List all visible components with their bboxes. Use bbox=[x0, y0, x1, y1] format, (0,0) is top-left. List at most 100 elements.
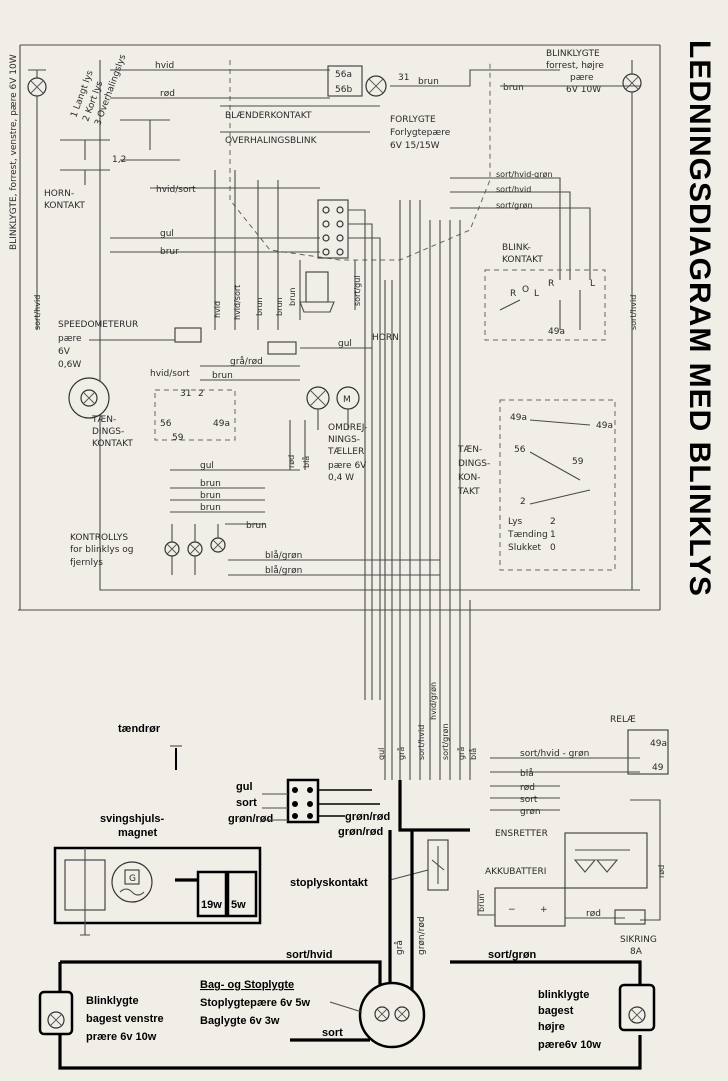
svg-text:bagest venstre: bagest venstre bbox=[86, 1013, 164, 1025]
svg-text:49a: 49a bbox=[213, 419, 230, 429]
ignition-switch-left: 31 2 49a 56 59 TÆN- DINGS- KONTAKT bbox=[91, 389, 236, 449]
svg-text:0,6W: 0,6W bbox=[58, 360, 81, 370]
svg-text:1,2: 1,2 bbox=[112, 155, 126, 165]
rear-left-blinker-label: Blinklygte bbox=[86, 995, 139, 1007]
svg-text:sort/hvid: sort/hvid bbox=[629, 295, 638, 330]
svg-text:NINGS-: NINGS- bbox=[328, 435, 360, 445]
svg-text:L: L bbox=[590, 279, 595, 289]
svg-text:sort/hvid: sort/hvid bbox=[286, 949, 332, 961]
svg-text:rød: rød bbox=[657, 865, 666, 878]
svg-text:6V 15/15W: 6V 15/15W bbox=[390, 141, 440, 151]
ignition-switch-right: 49a 49a 56 59 2 TÆN- DINGS- KON- TAKT Ly… bbox=[457, 399, 616, 571]
svg-text:brun: brun bbox=[255, 297, 264, 316]
svg-text:højre: højre bbox=[538, 1021, 565, 1033]
svg-text:brun: brun bbox=[200, 503, 221, 513]
svg-text:2: 2 bbox=[198, 389, 204, 399]
svg-text:BLINKLYGTE, forrest, venstre,: BLINKLYGTE, forrest, venstre, pære 6V 10… bbox=[9, 54, 19, 250]
svg-text:−: − bbox=[508, 905, 516, 915]
svg-text:blå: blå bbox=[468, 748, 478, 760]
svg-text:31: 31 bbox=[180, 389, 191, 399]
svg-text:M: M bbox=[343, 395, 351, 405]
svg-text:RELÆ: RELÆ bbox=[610, 715, 636, 725]
svg-text:hvid: hvid bbox=[213, 301, 222, 318]
svg-text:hvid/sort: hvid/sort bbox=[150, 369, 190, 379]
svg-text:0,4 W: 0,4 W bbox=[328, 473, 354, 483]
svg-text:gul: gul bbox=[377, 748, 386, 760]
svg-text:rød: rød bbox=[160, 89, 175, 99]
svg-text:5w: 5w bbox=[231, 899, 246, 911]
svg-text:KON-: KON- bbox=[458, 473, 480, 483]
control-lamps: KONTROLLYS for blinklys og fjernlys bbox=[70, 524, 226, 575]
svg-text:Forlygtepære: Forlygtepære bbox=[390, 128, 451, 138]
svg-text:TAKT: TAKT bbox=[457, 487, 480, 497]
svg-text:O: O bbox=[522, 285, 529, 295]
svg-text:KONTROLLYS: KONTROLLYS bbox=[70, 533, 128, 543]
svg-text:56b: 56b bbox=[335, 85, 352, 95]
svg-text:brun: brun bbox=[246, 521, 267, 531]
svg-text:TÆLLER: TÆLLER bbox=[327, 447, 364, 457]
svg-text:gul: gul bbox=[200, 461, 214, 471]
svg-text:Stoplygtepære 6v 5w: Stoplygtepære 6v 5w bbox=[200, 997, 310, 1009]
svg-text:8A: 8A bbox=[630, 947, 643, 957]
svg-text:hvid/sort: hvid/sort bbox=[233, 285, 242, 320]
svg-text:KONTAKT: KONTAKT bbox=[44, 201, 85, 211]
blink-switch: BLINK- KONTAKT R O L R L 49a bbox=[484, 243, 606, 341]
rectifier: ENSRETTER bbox=[495, 829, 648, 889]
svg-text:grøn/rød: grøn/rød bbox=[338, 826, 383, 838]
svg-text:gul: gul bbox=[338, 339, 352, 349]
svg-text:sort/hvid: sort/hvid bbox=[33, 295, 42, 330]
svg-text:sort: sort bbox=[520, 795, 538, 805]
svg-text:G: G bbox=[129, 874, 136, 884]
svg-text:6V 10W: 6V 10W bbox=[566, 85, 601, 95]
rear-right-blinker-label: blinklygte bbox=[538, 989, 589, 1001]
svg-text:1: 1 bbox=[550, 530, 556, 540]
svg-text:SPEEDOMETERUR: SPEEDOMETERUR bbox=[58, 320, 138, 330]
svg-text:magnet: magnet bbox=[118, 827, 157, 839]
svg-text:49: 49 bbox=[652, 763, 664, 773]
front-right-blinker: BLINKLYGTE forrest, højre pære 6V 10W so… bbox=[546, 49, 642, 590]
svg-text:grøn/rød: grøn/rød bbox=[345, 811, 390, 823]
svg-text:pære 6V: pære 6V bbox=[328, 461, 367, 471]
front-left-blinker-label: BLINKLYGTE, forrest, venstre, pære 6V 10… bbox=[9, 54, 19, 250]
svg-text:pære6v 10w: pære6v 10w bbox=[538, 1039, 601, 1051]
horn-contact-label: HORN- bbox=[44, 189, 74, 199]
central-connector bbox=[317, 199, 381, 700]
svg-text:sort/grøn: sort/grøn bbox=[496, 201, 533, 210]
svg-text:fjernlys: fjernlys bbox=[70, 558, 103, 568]
svg-text:sort/hvid: sort/hvid bbox=[496, 185, 531, 194]
svg-text:56: 56 bbox=[514, 445, 526, 455]
front-right-blinker-title: BLINKLYGTE bbox=[546, 49, 600, 59]
svg-text:grøn/rød: grøn/rød bbox=[417, 916, 427, 955]
svg-text:grøn/rød: grøn/rød bbox=[228, 813, 273, 825]
svg-text:49a: 49a bbox=[510, 413, 527, 423]
svg-text:sort/hvid-grøn: sort/hvid-grøn bbox=[496, 170, 553, 179]
horn: HORN bbox=[267, 271, 399, 355]
svg-text:sort/hvid - grøn: sort/hvid - grøn bbox=[520, 749, 589, 759]
svg-text:+: + bbox=[540, 905, 548, 915]
svg-text:brun: brun bbox=[212, 371, 233, 381]
svg-text:rød: rød bbox=[586, 909, 601, 919]
rev-counter: M OMDREJ- NINGS- TÆLLER pære 6V 0,4 W bbox=[306, 386, 367, 483]
svg-text:31: 31 bbox=[398, 73, 409, 83]
svg-text:pære: pære bbox=[570, 73, 594, 83]
svg-text:gul: gul bbox=[236, 781, 253, 793]
svg-text:TÆN-: TÆN- bbox=[91, 415, 116, 425]
svg-text:blå: blå bbox=[520, 768, 534, 779]
svg-text:blå/grøn: blå/grøn bbox=[265, 565, 302, 576]
svg-text:gul: gul bbox=[160, 229, 174, 239]
svg-text:sort: sort bbox=[322, 1027, 343, 1039]
vertical-bundle: gul grå sort/hvid hvid/grøn sort/grøn gr… bbox=[377, 200, 478, 780]
spark-plug-label: tændrør bbox=[118, 723, 161, 735]
svg-text:49a: 49a bbox=[650, 739, 667, 749]
svg-text:hvid: hvid bbox=[155, 61, 174, 71]
relay: RELÆ 49a 49 sort/hvid - grøn blå rød sor… bbox=[490, 715, 669, 921]
fuse: SIKRING 8A bbox=[614, 909, 657, 957]
svg-text:rød: rød bbox=[520, 783, 535, 793]
svg-text:sort/hvid: sort/hvid bbox=[417, 725, 426, 760]
svg-text:brun: brun bbox=[288, 287, 297, 306]
brake-switch-label: stoplyskontakt bbox=[290, 877, 368, 889]
svg-text:grå/rød: grå/rød bbox=[230, 356, 263, 367]
overtake-blink-label: OVERHALINGSBLINK bbox=[225, 136, 318, 146]
svg-text:sort/grøn: sort/grøn bbox=[441, 723, 450, 760]
